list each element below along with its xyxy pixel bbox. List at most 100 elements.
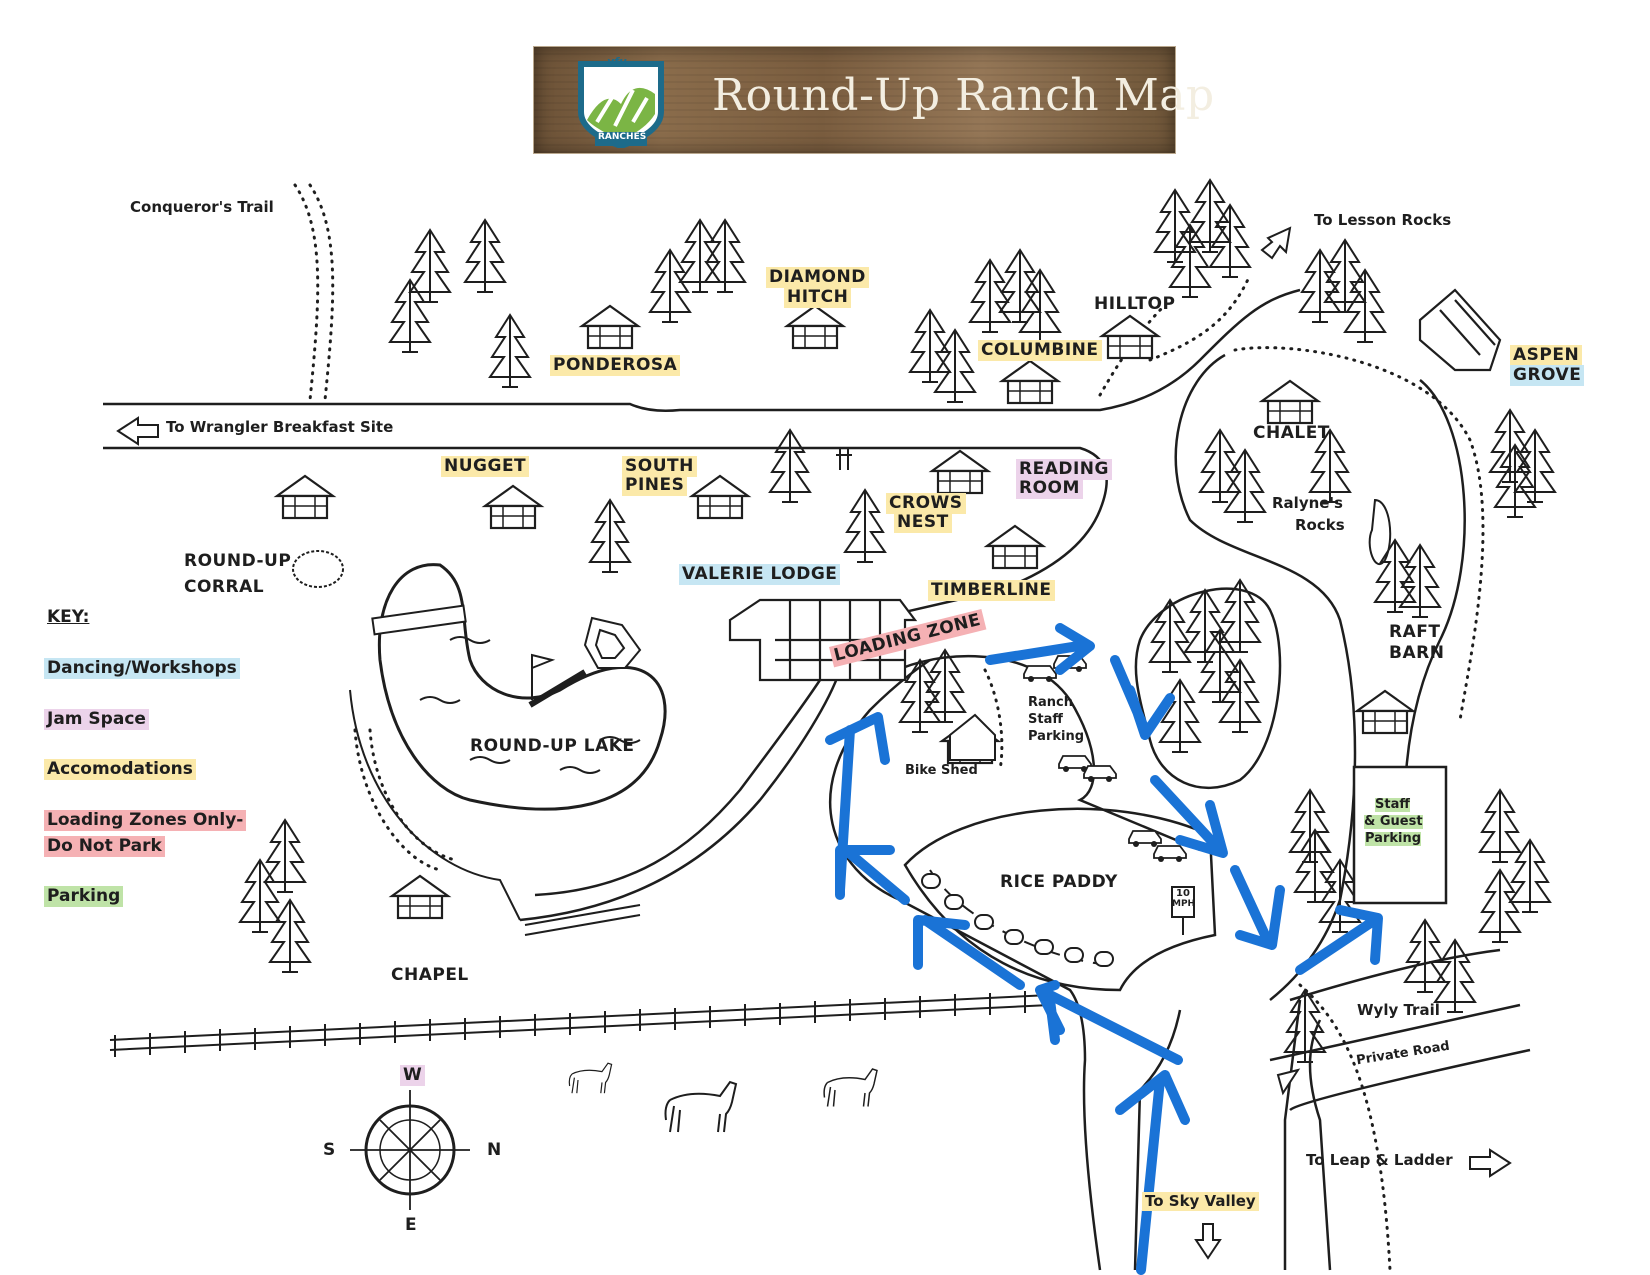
label-ralynes-rocks-2: Rocks bbox=[1295, 516, 1345, 534]
label-crows-nest-1: CROWS bbox=[886, 493, 966, 514]
roundup-lake-shore bbox=[377, 563, 667, 811]
lake-road-north bbox=[534, 679, 822, 897]
logo-text: RANCHES bbox=[598, 132, 647, 142]
compass-w: W bbox=[400, 1065, 426, 1086]
label-rice-paddy: RICE PADDY bbox=[1000, 872, 1118, 892]
label-reading-room-1: READING bbox=[1016, 459, 1112, 480]
label-roundup-corral-1: ROUND-UP bbox=[184, 551, 292, 571]
label-chapel: CHAPEL bbox=[391, 965, 469, 985]
label-staff-parking-1: Ranch bbox=[1028, 695, 1073, 710]
speed-sign-line2: MPH bbox=[1172, 899, 1196, 909]
label-lesson-rocks: To Lesson Rocks bbox=[1314, 211, 1452, 229]
bike-shed-building bbox=[949, 713, 996, 761]
leap-ladder-arrow bbox=[1469, 1148, 1512, 1178]
label-guest-parking-2: & Guest bbox=[1364, 814, 1423, 830]
compass-n: N bbox=[487, 1140, 502, 1160]
staff-parking-loop bbox=[879, 655, 1201, 852]
ranches-logo-icon bbox=[578, 61, 664, 148]
private-road-south bbox=[1289, 1048, 1531, 1112]
aspen-dotted-trail bbox=[1233, 346, 1485, 722]
conquerors-trail-path bbox=[293, 183, 320, 402]
key-loading-zones: Loading Zones Only- bbox=[44, 810, 247, 831]
corral-ring bbox=[292, 550, 344, 588]
label-diamond-hitch-1: DIAMOND bbox=[766, 267, 869, 288]
label-reading-room-2: ROOM bbox=[1016, 478, 1083, 499]
lake-road-south bbox=[519, 669, 842, 922]
lake-waves bbox=[419, 636, 641, 774]
lake-gazebo bbox=[583, 616, 642, 669]
label-staff-parking-3: Parking bbox=[1028, 729, 1085, 744]
wyly-dotted-trail bbox=[1298, 983, 1392, 1272]
lake-dock bbox=[528, 669, 587, 708]
label-aspen-grove-2: GROVE bbox=[1510, 365, 1585, 386]
compass-rose bbox=[350, 1090, 470, 1210]
compass-s: S bbox=[323, 1140, 336, 1160]
label-conquerors-trail: Conqueror's Trail bbox=[130, 198, 274, 216]
lake-flag bbox=[531, 653, 556, 700]
chapel-dotted-trail-2 bbox=[368, 728, 457, 862]
label-leap-ladder: To Leap & Ladder bbox=[1306, 1151, 1453, 1169]
valerie-lodge-building bbox=[728, 598, 918, 682]
blue-route-arrows bbox=[825, 623, 1383, 1275]
label-timberline: TIMBERLINE bbox=[928, 580, 1055, 601]
horses bbox=[568, 1062, 878, 1133]
key-accomodations: Accomodations bbox=[44, 759, 196, 780]
key-dancing: Dancing/Workshops bbox=[44, 658, 240, 679]
label-ponderosa: PONDEROSA bbox=[550, 355, 681, 376]
wrangler-arrow bbox=[116, 416, 159, 446]
label-roundup-corral-2: CORRAL bbox=[184, 577, 265, 597]
main-road-north-edge bbox=[103, 288, 1301, 412]
key-jam-space: Jam Space bbox=[44, 709, 149, 730]
compass-e: E bbox=[405, 1215, 418, 1235]
pasture-fence bbox=[109, 994, 1051, 1051]
rice-paddy-boundary bbox=[903, 807, 1217, 992]
label-aspen-grove-1: ASPEN bbox=[1510, 345, 1583, 366]
lake-bridge bbox=[371, 604, 467, 636]
chapel-fence bbox=[524, 904, 641, 936]
label-crows-nest-2: NEST bbox=[894, 512, 952, 533]
key-heading: KEY: bbox=[47, 607, 90, 627]
main-road-south-edge bbox=[103, 446, 1108, 622]
parked-cars bbox=[1023, 655, 1187, 863]
lesson-rocks-arrow bbox=[1260, 226, 1292, 260]
label-raft-barn-2: BARN bbox=[1389, 643, 1445, 663]
east-loop-road-inner bbox=[1174, 353, 1357, 1001]
label-staff-parking-2: Staff bbox=[1028, 712, 1063, 727]
lake-road-north-2 bbox=[349, 689, 521, 921]
ralynes-rocks-shape bbox=[1368, 498, 1392, 565]
speed-sign-line1: 10 bbox=[1176, 888, 1190, 899]
label-sky-valley: To Sky Valley bbox=[1142, 1192, 1259, 1211]
rice-paddy-boulders bbox=[921, 873, 1114, 967]
label-south-pines-2: PINES bbox=[622, 475, 688, 496]
private-road-north bbox=[1269, 1003, 1521, 1062]
sky-valley-arrow bbox=[1194, 1223, 1222, 1260]
conquerors-trail-path-2 bbox=[308, 183, 335, 402]
label-valerie-lodge: VALERIE LODGE bbox=[679, 564, 841, 585]
sky-valley-road-east bbox=[1133, 999, 1302, 1271]
label-raft-barn-1: RAFT bbox=[1389, 622, 1441, 642]
label-wyly-trail: Wyly Trail bbox=[1357, 1001, 1440, 1019]
hilltop-gate bbox=[836, 448, 852, 470]
key-parking: Parking bbox=[44, 886, 124, 907]
logo-script: yfu bbox=[607, 55, 627, 68]
map-title: Round-Up Ranch Map bbox=[712, 70, 1215, 121]
label-guest-parking-1: Staff bbox=[1375, 797, 1410, 813]
lesson-rocks-trail bbox=[1148, 273, 1252, 362]
label-guest-parking-3: Parking bbox=[1365, 831, 1422, 847]
label-south-pines-1: SOUTH bbox=[622, 456, 697, 477]
pasture-fence-posts bbox=[114, 991, 1026, 1057]
label-nugget: NUGGET bbox=[441, 456, 530, 477]
private-road-triangle bbox=[1276, 1068, 1301, 1096]
label-bike-shed: Bike Shed bbox=[905, 763, 978, 778]
label-columbine: COLUMBINE bbox=[978, 340, 1102, 361]
label-ralynes-rocks-1: Ralyne's bbox=[1272, 494, 1343, 512]
label-wrangler: To Wrangler Breakfast Site bbox=[166, 418, 394, 436]
label-hilltop: HILLTOP bbox=[1094, 294, 1176, 314]
label-roundup-lake: ROUND-UP LAKE bbox=[470, 736, 635, 756]
aspen-grove-building bbox=[1418, 288, 1502, 372]
chapel-dotted-trail bbox=[353, 728, 442, 872]
label-chalet: CHALET bbox=[1253, 423, 1330, 443]
label-diamond-hitch-2: HITCH bbox=[784, 287, 852, 308]
key-do-not-park: Do Not Park bbox=[44, 836, 165, 857]
